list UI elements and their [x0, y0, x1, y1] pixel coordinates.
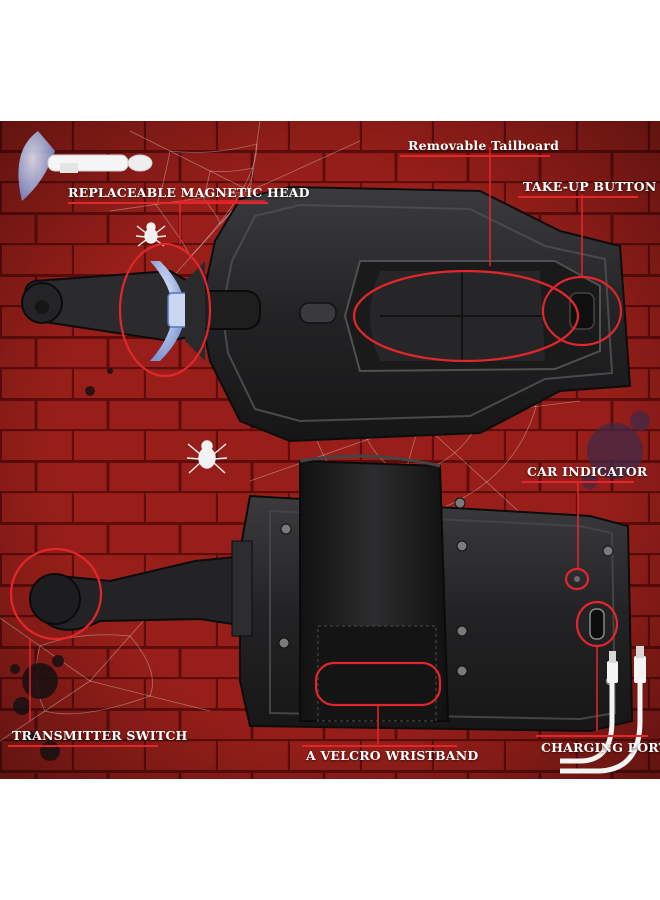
car-indicator-highlight	[564, 567, 590, 591]
magnetic-head-icon	[150, 261, 185, 361]
brick-wall-background	[0, 121, 660, 779]
transmitter-switch-label: TRANSMITTER SWITCH	[12, 728, 188, 743]
spider-icon	[135, 222, 228, 474]
device-wristband-view	[29, 454, 634, 733]
take-up-button-label: TAKE-UP BUTTON	[523, 179, 657, 194]
device-top-view	[21, 185, 632, 443]
velcro-wristband-label: A VELCRO WRISTBAND	[306, 748, 479, 763]
removable-tailboard-label: Removable Tailboard	[408, 138, 560, 153]
magnetic-head-highlight	[118, 242, 212, 378]
paint-splatter-icon	[10, 368, 113, 761]
charging-port-label: CHARGING PORT	[541, 740, 660, 755]
replaceable-magnetic-head-label: REPLACEABLE MAGNETIC HEAD	[68, 185, 310, 200]
tailboard-highlight	[352, 269, 580, 363]
usb-cable-icon	[560, 646, 646, 774]
car-indicator-label: CAR INDICATOR	[527, 464, 648, 479]
product-scene: REPLACEABLE MAGNETIC HEAD Removable Tail…	[0, 121, 660, 779]
transmitter-switch-highlight	[9, 547, 103, 641]
suction-cup-icon	[18, 131, 153, 201]
